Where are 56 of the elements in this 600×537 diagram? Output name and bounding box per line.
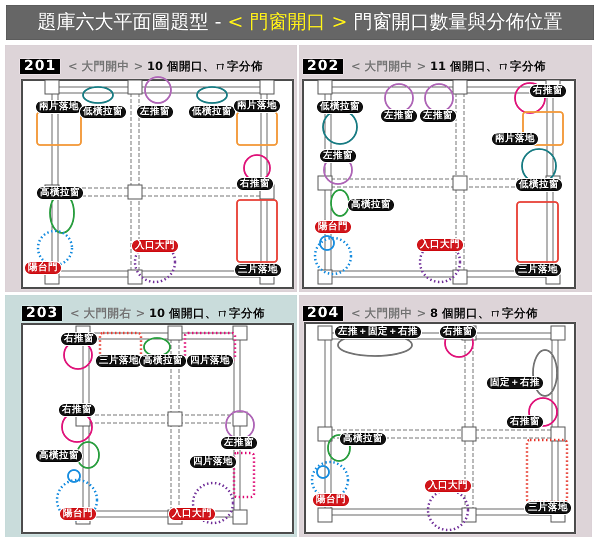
callout-label: 入口大門 [131, 239, 179, 253]
plan-panel [299, 295, 592, 537]
plan-panel [5, 295, 297, 537]
callout-label: 左推窗 [319, 149, 357, 163]
callout-label: 右推窗 [60, 332, 98, 346]
panel-number: 203 [22, 306, 62, 321]
callout-label: 四片落地 [186, 354, 234, 368]
callout-label: 左推＋固定＋右推 [334, 325, 422, 339]
title-bar: 題庫六大平面圖題型 - < 門窗開口 > 門窗開口數量與分佈位置 [6, 5, 594, 40]
callout-label: 陽台門 [59, 507, 97, 521]
callout-label: 左推窗 [380, 109, 418, 123]
callout-label: 入口大門 [168, 507, 216, 521]
callout-label: 高橫拉窗 [35, 449, 83, 463]
plan-panel [299, 45, 592, 292]
callout-label: 右推窗 [58, 403, 96, 417]
callout-label: 低橫拉窗 [188, 105, 236, 119]
callout-label: 陽台門 [314, 220, 352, 234]
heading-subtitle: < 大門開中 > [351, 59, 426, 74]
callout-label: 兩片落地 [233, 99, 281, 113]
callout-label: 陽台門 [24, 261, 62, 275]
heading-subtitle: < 大門開右 > [70, 306, 146, 321]
panel-number: 204 [303, 306, 344, 321]
callout-label: 陽台門 [312, 493, 350, 507]
panel-number: 202 [303, 59, 344, 74]
callout-label: 兩片落地 [35, 100, 83, 114]
heading-text: 8 個開口、ㄇ字分佈 [430, 306, 538, 321]
heading-text: 11 個開口、ㄇ字分佈 [430, 59, 546, 74]
heading-text: 10 個開口、ㄇ字分佈 [147, 59, 264, 74]
callout-label: 低橫拉窗 [79, 105, 127, 119]
callout-label: 左推窗 [220, 436, 258, 450]
callout-label: 高橫拉窗 [347, 198, 395, 212]
callout-label: 固定＋右推 [486, 376, 544, 390]
callout-label: 三片落地 [234, 263, 282, 277]
callout-label: 右推窗 [236, 177, 274, 191]
callout-label: 右推窗 [529, 84, 567, 98]
callout-label: 四片落地 [189, 455, 237, 469]
callout-label: 入口大門 [416, 238, 464, 252]
callout-label: 低橫拉窗 [515, 178, 563, 192]
heading-subtitle: < 大門開中 > [351, 306, 426, 321]
heading-text: 10 個開口、ㄇ字分佈 [149, 306, 266, 321]
callout-label: 三片落地 [95, 354, 143, 368]
panel-number: 201 [20, 59, 60, 74]
callout-label: 高橫拉窗 [36, 186, 84, 200]
callout-label: 三片落地 [514, 263, 562, 277]
callout-label: 兩片落地 [491, 132, 539, 146]
plan-panel [5, 45, 297, 292]
callout-label: 右推窗 [439, 325, 477, 339]
callout-label: 三片落地 [524, 501, 572, 515]
callout-label: 左推窗 [419, 109, 457, 123]
callout-label: 右推窗 [506, 415, 544, 429]
heading-subtitle: < 大門開中 > [68, 59, 144, 74]
callout-label: 高橫拉窗 [339, 432, 387, 446]
callout-label: 低橫拉窗 [316, 100, 364, 114]
callout-label: 入口大門 [424, 479, 472, 493]
callout-label: 高橫拉窗 [139, 354, 187, 368]
callout-label: 左推窗 [136, 105, 174, 119]
